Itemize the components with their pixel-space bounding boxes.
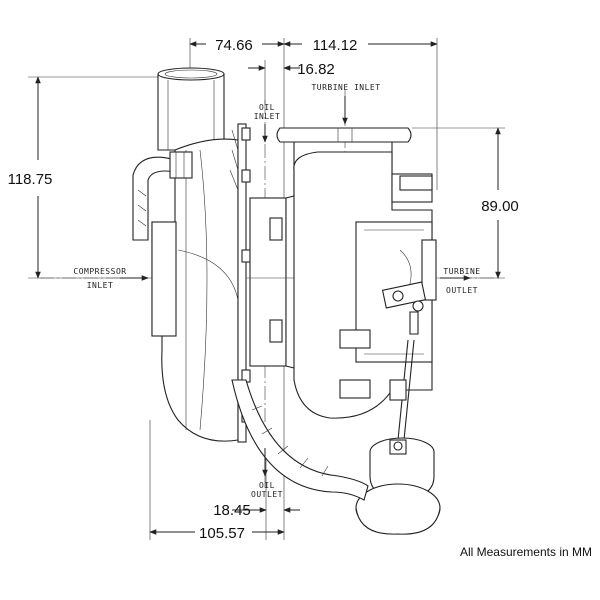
svg-text:OIL: OIL xyxy=(259,481,275,490)
oil-outlet-label: OIL OUTLET xyxy=(251,448,283,499)
compressor-inlet-pipe xyxy=(157,67,225,151)
oil-inlet-label: OIL INLET xyxy=(254,103,281,143)
dim-bottom-width: 105.57 xyxy=(199,525,245,542)
compressor-inlet-label: COMPRESSOR INLET xyxy=(73,267,149,290)
svg-text:COMPRESSOR: COMPRESSOR xyxy=(73,267,126,276)
dim-bottom-small: 18.45 xyxy=(213,502,251,519)
dim-top-right: 114.12 xyxy=(313,37,358,54)
oil-feed-hose xyxy=(132,151,193,241)
turbine-outlet-label: TURBINE OUTLET xyxy=(440,267,480,295)
svg-text:OIL: OIL xyxy=(259,103,275,112)
svg-text:INLET: INLET xyxy=(254,112,281,121)
turbine-inlet-label: TURBINE INLET xyxy=(311,83,380,125)
measurement-note: All Measurements in MM xyxy=(460,545,592,559)
svg-text:OUTLET: OUTLET xyxy=(251,490,283,499)
dim-left-height: 118.75 xyxy=(8,171,53,188)
dim-top-small: 16.82 xyxy=(297,61,335,78)
oil-drain-hose xyxy=(231,379,369,501)
wastegate-linkage xyxy=(381,281,427,441)
dim-top-left: 74.66 xyxy=(215,37,253,54)
dim-right-height: 89.00 xyxy=(481,198,519,215)
compressor-housing xyxy=(151,123,251,443)
svg-text:TURBINE INLET: TURBINE INLET xyxy=(311,83,380,92)
svg-text:TURBINE: TURBINE xyxy=(443,267,480,276)
wastegate-canister xyxy=(355,437,441,535)
svg-text:OUTLET: OUTLET xyxy=(446,286,478,295)
svg-text:INLET: INLET xyxy=(87,281,114,290)
